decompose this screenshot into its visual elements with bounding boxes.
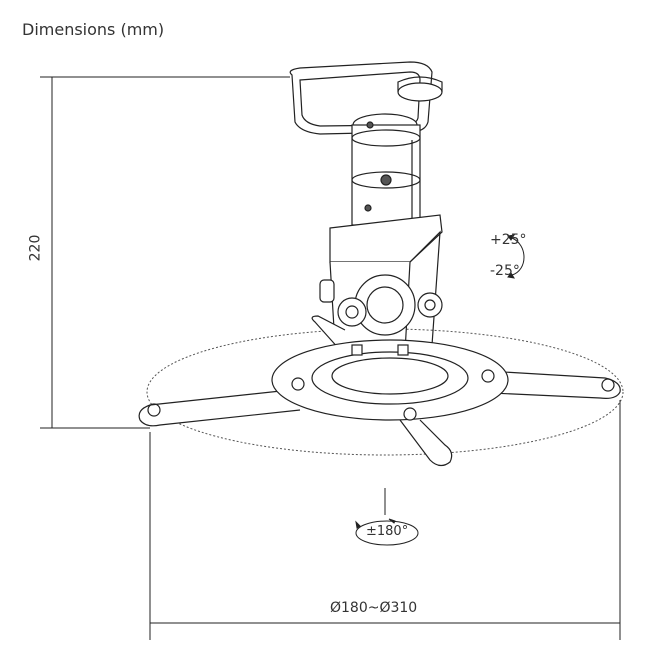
extension-column [351,121,421,226]
rotation-arrow-ellipse [355,520,419,546]
diagram-title: Dimensions (mm) [22,20,165,39]
tilt-arrow [511,237,525,276]
rotation-range-ellipse [146,328,624,456]
diameter-label: Ø180~Ø310 [330,600,418,616]
width-dimension-lines [149,400,621,640]
tilt-down-label: -25° [490,263,520,279]
base-disc [271,339,509,421]
tilt-up-label: +25° [490,232,527,248]
rotation-label: ±180° [366,524,409,539]
height-dimension-lines [40,76,290,429]
tilt-bracket [319,214,443,353]
height-label: 220 [27,234,44,262]
